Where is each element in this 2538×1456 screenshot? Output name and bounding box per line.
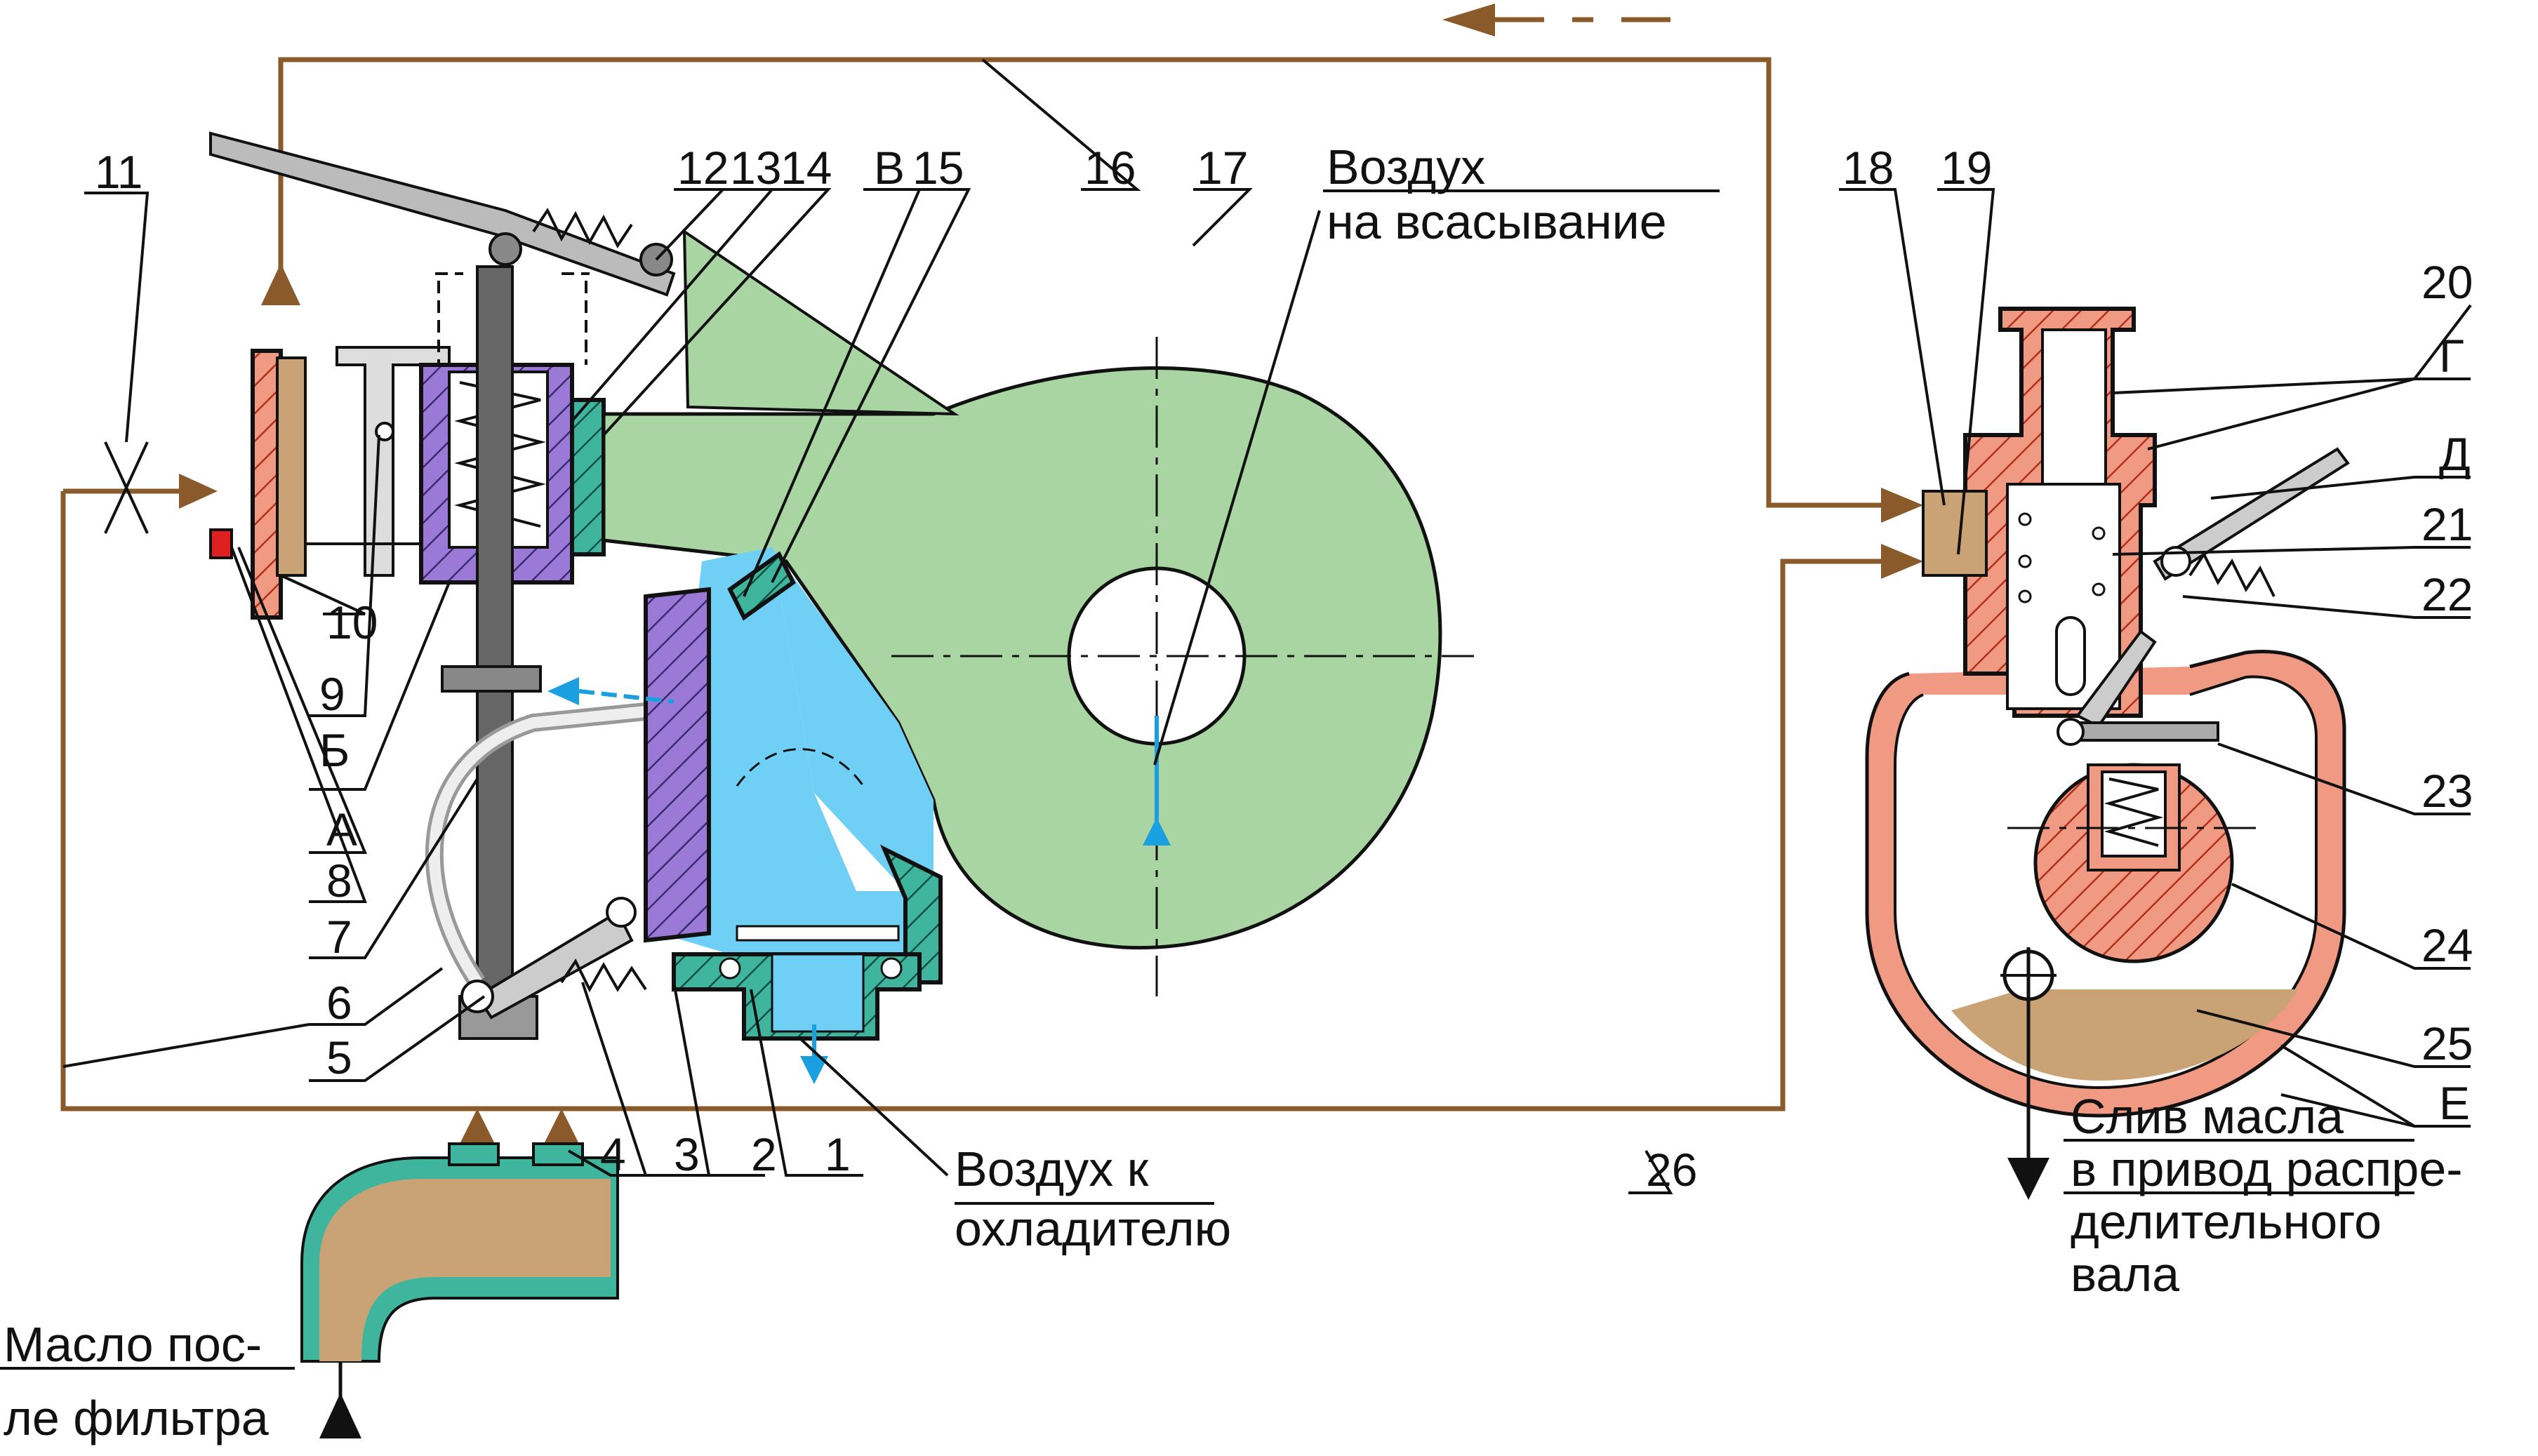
caption-oil-drain-line1: Слив масла bbox=[2071, 1089, 2344, 1144]
label-6: 6 bbox=[326, 977, 352, 1029]
label-8: 8 bbox=[326, 855, 352, 907]
compressor-housing bbox=[547, 229, 1474, 1084]
label-12: 12 bbox=[677, 142, 729, 194]
label-17: 17 bbox=[1197, 142, 1248, 194]
label-21: 21 bbox=[2421, 498, 2473, 550]
flow-arrow-into-18b bbox=[1881, 544, 1923, 579]
label-20: 20 bbox=[2421, 256, 2473, 308]
flow-arrow-top bbox=[1442, 4, 1495, 36]
label-A: А bbox=[326, 803, 357, 855]
label-2: 2 bbox=[751, 1128, 777, 1180]
label-1: 1 bbox=[825, 1128, 851, 1180]
label-4: 4 bbox=[600, 1128, 626, 1180]
oil-drain-arrow bbox=[2007, 1158, 2049, 1200]
flow-arrow-up-4b bbox=[544, 1109, 579, 1144]
caption-oil-in-line1: Масло пос- bbox=[4, 1317, 262, 1372]
flow-arrow-right-left bbox=[179, 474, 218, 509]
leader-lines bbox=[0, 58, 2472, 1370]
caption-oil-drain-line2: в привод распре- bbox=[2071, 1142, 2463, 1196]
label-15: 15 bbox=[912, 142, 964, 194]
right-regulator-unit bbox=[1865, 307, 2350, 1200]
label-14: 14 bbox=[780, 142, 832, 194]
label-23: 23 bbox=[2421, 765, 2473, 817]
oil-inlet-pipe bbox=[300, 1142, 619, 1438]
label-16: 16 bbox=[1084, 142, 1136, 194]
air-arrow-left bbox=[547, 677, 579, 705]
caption-air-cooler-line2: охладителю bbox=[955, 1201, 1231, 1256]
label-5: 5 bbox=[326, 1031, 352, 1083]
label-13: 13 bbox=[730, 142, 781, 194]
part-labels: 11 12 13 14 В 15 16 17 18 19 20 Г Д 21 2… bbox=[95, 142, 2473, 1196]
air-arrow-down bbox=[800, 1056, 828, 1084]
caption-oil-drain-line3: делительного bbox=[2071, 1194, 2381, 1249]
caption-oil-drain-line4: вала bbox=[2071, 1247, 2179, 1302]
oil-circuit bbox=[60, 4, 1923, 1144]
label-11: 11 bbox=[95, 146, 143, 198]
label-7: 7 bbox=[326, 911, 352, 963]
label-B: Б bbox=[319, 724, 350, 776]
caption-air-cooler-line1: Воздух к bbox=[955, 1142, 1149, 1196]
caption-air-intake-line2: на всасывание bbox=[1327, 194, 1667, 249]
label-D: Д bbox=[2439, 428, 2471, 480]
label-26: 26 bbox=[1646, 1144, 1697, 1196]
label-22: 22 bbox=[2421, 568, 2473, 620]
label-10: 10 bbox=[326, 596, 378, 648]
label-V: В bbox=[874, 142, 905, 194]
flow-arrow-up-left bbox=[261, 263, 300, 305]
label-18: 18 bbox=[1842, 142, 1894, 194]
label-G: Г bbox=[2439, 330, 2464, 382]
captions: Воздух на всасывание Воздух к охладителю… bbox=[4, 140, 2463, 1445]
flow-arrow-up-4a bbox=[460, 1109, 495, 1144]
label-9: 9 bbox=[319, 668, 345, 720]
label-E: Е bbox=[2439, 1077, 2470, 1129]
throttle-valve-assembly bbox=[104, 131, 676, 1040]
caption-oil-in-line2: ле фильтра bbox=[4, 1391, 269, 1445]
label-24: 24 bbox=[2421, 919, 2473, 971]
flow-arrow-into-18a bbox=[1881, 488, 1923, 523]
label-19: 19 bbox=[1941, 142, 1992, 194]
label-25: 25 bbox=[2421, 1017, 2473, 1069]
oil-inlet-arrow bbox=[319, 1393, 361, 1438]
label-3: 3 bbox=[674, 1128, 700, 1180]
caption-air-intake-line1: Воздух bbox=[1327, 140, 1485, 194]
